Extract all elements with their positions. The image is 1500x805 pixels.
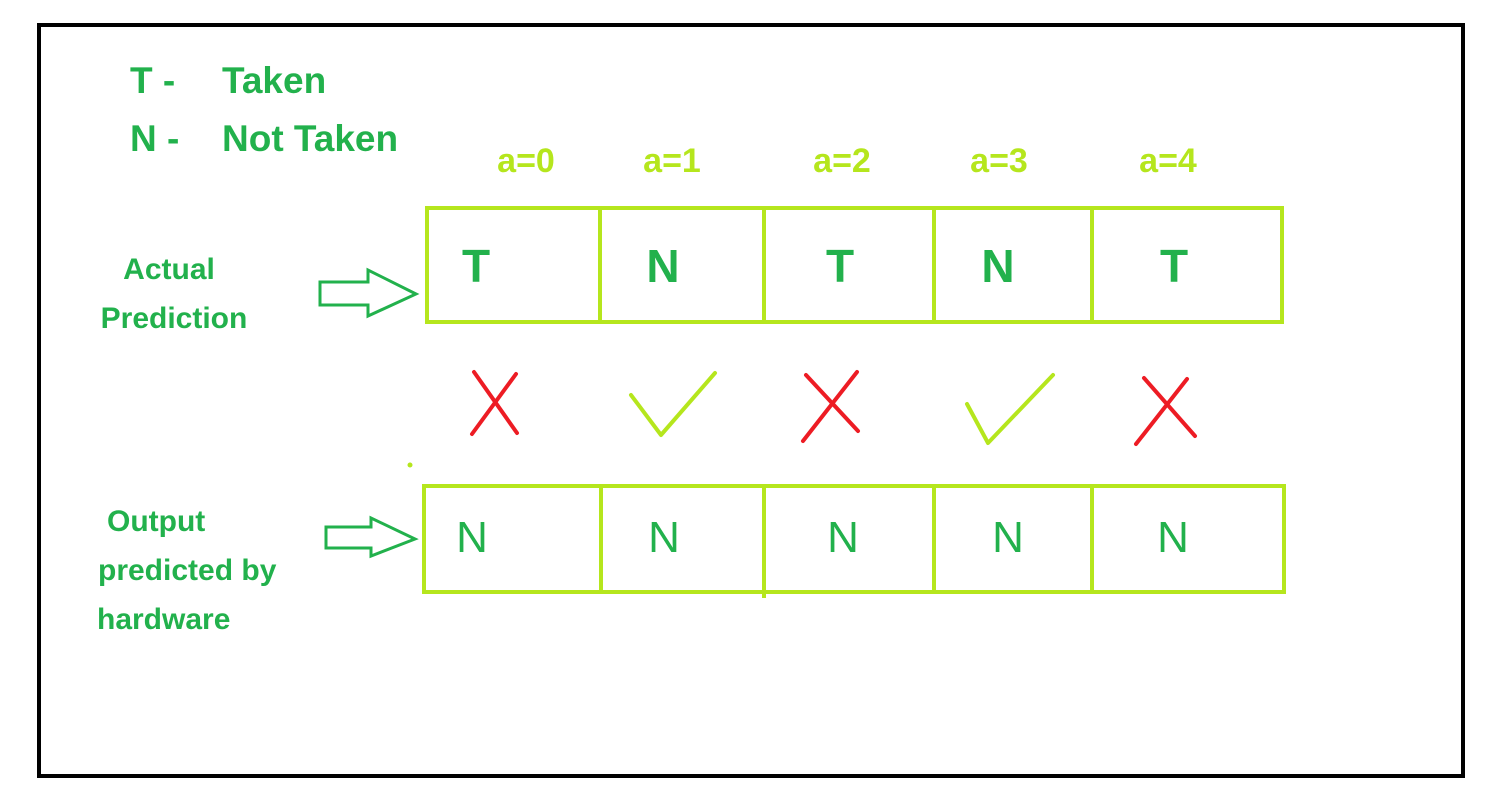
index-label-a4: a=4 bbox=[1139, 142, 1197, 180]
index-label-a0: a=0 bbox=[497, 142, 555, 180]
predicted-cell-a1: N bbox=[648, 513, 680, 562]
diagram-frame bbox=[37, 23, 1465, 778]
actual-cell-a0: T bbox=[462, 240, 490, 292]
actual-row: T N T N T bbox=[425, 206, 1284, 324]
correctness-marks bbox=[470, 370, 1197, 446]
actual-cell-a3: N bbox=[981, 240, 1014, 292]
legend-meaning-not-taken: Not Taken bbox=[222, 118, 398, 159]
actual-row-label: Actual Prediction bbox=[101, 253, 248, 335]
predicted-row-label: Output predicted by hardware bbox=[97, 505, 277, 636]
stray-dot bbox=[407, 462, 413, 468]
predicted-cell-a0: N bbox=[456, 513, 488, 562]
legend: T - Taken N - Not Taken bbox=[130, 60, 398, 159]
actual-cell-a1: N bbox=[646, 240, 679, 292]
predicted-cell-a2: N bbox=[827, 513, 859, 562]
predicted-row-box bbox=[422, 484, 1286, 594]
arrow-right-icon bbox=[318, 267, 420, 319]
actual-cell-a2: T bbox=[826, 240, 854, 292]
legend-meaning-taken: Taken bbox=[222, 60, 326, 101]
actual-label-line-2: Prediction bbox=[101, 302, 248, 335]
index-labels: a=0 a=1 a=2 a=3 a=4 bbox=[497, 142, 1197, 180]
actual-row-box bbox=[425, 206, 1284, 324]
predicted-cell-a4: N bbox=[1157, 513, 1189, 562]
index-label-a3: a=3 bbox=[970, 142, 1028, 180]
cross-icon bbox=[801, 370, 860, 443]
cross-icon bbox=[470, 370, 519, 436]
actual-cell-a4: T bbox=[1160, 240, 1188, 292]
predicted-row: N N N N N bbox=[422, 484, 1286, 598]
legend-key-taken: T - bbox=[130, 60, 175, 101]
predicted-label-line-3: hardware bbox=[97, 603, 230, 636]
check-icon bbox=[965, 373, 1055, 445]
index-label-a1: a=1 bbox=[643, 142, 701, 180]
predicted-label-line-1: Output bbox=[107, 505, 205, 538]
legend-key-not-taken: N - bbox=[130, 118, 179, 159]
predicted-cell-a3: N bbox=[992, 513, 1024, 562]
cross-icon bbox=[1134, 376, 1197, 446]
predicted-label-line-2: predicted by bbox=[98, 554, 277, 587]
arrow-right-icon bbox=[324, 515, 419, 559]
check-icon bbox=[629, 371, 717, 437]
actual-label-line-1: Actual bbox=[123, 253, 215, 286]
index-label-a2: a=2 bbox=[813, 142, 871, 180]
